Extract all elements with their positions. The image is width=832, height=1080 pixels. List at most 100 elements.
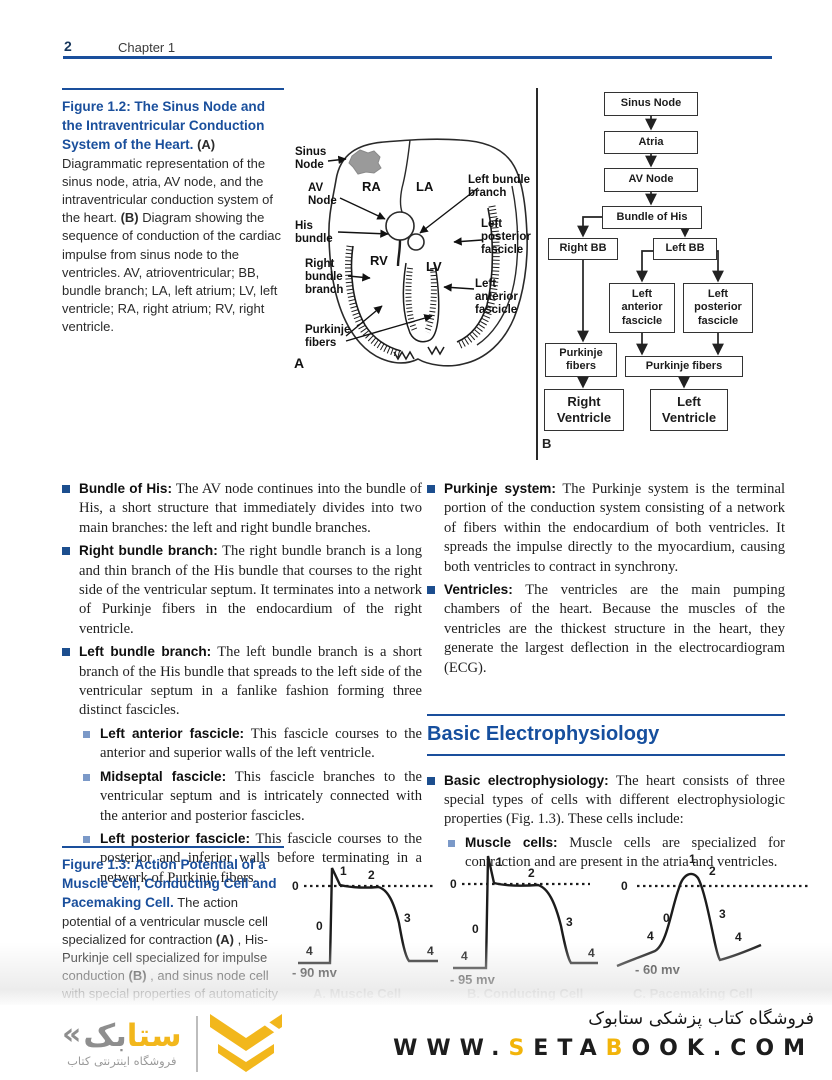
arrow-his bbox=[337, 229, 389, 238]
arrow-rbb bbox=[347, 273, 371, 282]
double-chevron-emblem-icon bbox=[209, 1014, 282, 1072]
subbullet-muscle-cells: Muscle cells: Muscle cells are specializ… bbox=[427, 834, 785, 873]
bullet-square-icon bbox=[427, 776, 435, 785]
lv-outer-wall bbox=[476, 185, 519, 346]
figure-1-2-caption: Figure 1.2: The Sinus Node and the Intra… bbox=[62, 88, 284, 336]
label-purkinje-fibers: Purkinje fibers bbox=[305, 324, 351, 349]
setabook-logo: « بک ستا فروشگاه اینترنتی کتاب bbox=[62, 1011, 284, 1077]
heart-outline bbox=[328, 138, 528, 367]
bullet-square-icon bbox=[62, 648, 70, 657]
bullet-lead: Left anterior fascicle: bbox=[100, 725, 245, 741]
bullet-lead: Ventricles: bbox=[444, 582, 513, 598]
zero-label: 0 bbox=[450, 877, 457, 891]
flow-box-purkinje-right: Purkinje fibers bbox=[545, 343, 617, 377]
bullet-square-icon bbox=[427, 485, 435, 493]
right-text-column: Purkinje system: The Purkinje system is … bbox=[427, 480, 785, 877]
zero-label: 0 bbox=[621, 879, 628, 893]
left-text-column: Bundle of His: The AV node continues int… bbox=[62, 480, 422, 892]
page-fade-gradient bbox=[0, 942, 832, 1008]
label-left-anterior-fascicle: Left anterior fascicle bbox=[475, 278, 518, 316]
bullet-square-icon bbox=[62, 485, 70, 493]
phase-0-label: 0 bbox=[472, 922, 479, 936]
label-left-posterior-fascicle: Left posterior fascicle bbox=[481, 218, 531, 256]
phase-3-label: 3 bbox=[404, 911, 411, 925]
bullet-left-bundle-branch: Left bundle branch: The left bundle bran… bbox=[62, 643, 422, 721]
subbullet-square-icon bbox=[83, 730, 90, 738]
bullet-text: The heart consists of three special type… bbox=[444, 772, 785, 828]
url-part: ETA bbox=[533, 1036, 606, 1061]
bullet-text: The Purkinje system is the terminal port… bbox=[444, 481, 785, 575]
his-trunk bbox=[396, 239, 402, 267]
setabook-wordmark: « بک ستا bbox=[62, 1016, 182, 1054]
arrow-purkinje-2 bbox=[345, 314, 433, 342]
bullet-lead: Left bundle branch: bbox=[79, 644, 212, 660]
page-number: 2 bbox=[64, 38, 72, 54]
bullet-text: This fascicle branches to the ventricula… bbox=[100, 768, 422, 824]
flow-box-left-bb: Left BB bbox=[653, 238, 717, 260]
flow-box-av-node: AV Node bbox=[604, 168, 698, 192]
chevron-left-icon: « bbox=[62, 1016, 82, 1052]
marker-b: (B) bbox=[120, 210, 139, 226]
phase-0-label: 0 bbox=[316, 919, 323, 933]
heart-conduction-diagram: Sinus Node AV Node His bundle Right bund… bbox=[288, 128, 538, 382]
bullet-basic-electrophysiology: Basic electrophysiology: The heart consi… bbox=[427, 772, 785, 830]
bullet-text: The ventricles are the main pumping cham… bbox=[444, 582, 785, 676]
flow-box-bundle-of-his: Bundle of His bbox=[602, 206, 702, 229]
arrow-purkinje-1 bbox=[345, 305, 383, 337]
label-rv: RV bbox=[370, 253, 388, 268]
url-part-highlight: B bbox=[605, 1036, 632, 1061]
logo-tagline: فروشگاه اینترنتی کتاب bbox=[67, 1054, 177, 1069]
figure-divider bbox=[536, 88, 538, 460]
phase-3-label: 3 bbox=[566, 915, 573, 929]
zero-label: 0 bbox=[292, 879, 299, 893]
arrow-lpf bbox=[453, 237, 483, 246]
his-knob bbox=[407, 233, 425, 251]
bullet-text: The AV node continues into the bundle of… bbox=[79, 481, 422, 536]
bullet-lead: Muscle cells: bbox=[465, 834, 558, 850]
label-right-bundle-branch: Right bundle branch bbox=[305, 258, 344, 296]
rbb-line bbox=[350, 245, 402, 352]
septum-hatch-right bbox=[424, 267, 437, 334]
flow-box-sinus-node: Sinus Node bbox=[604, 92, 698, 116]
section-heading: Basic Electrophysiology bbox=[427, 723, 660, 746]
header-rule bbox=[63, 56, 772, 59]
phase-2-label: 2 bbox=[528, 866, 535, 880]
phase-1-label: 1 bbox=[340, 864, 347, 878]
phase-1-label: 1 bbox=[689, 852, 696, 866]
phase-2-label: 2 bbox=[709, 864, 716, 878]
bullet-lead: Midseptal fascicle: bbox=[100, 768, 227, 784]
subbullet-left-posterior-fascicle: Left posterior fascicle: This fascicle c… bbox=[62, 830, 422, 888]
label-sinus-node: Sinus Node bbox=[295, 146, 327, 171]
marker-a: (A) bbox=[197, 137, 216, 153]
url-part: WWW. bbox=[393, 1036, 509, 1061]
bullet-lead: Basic electrophysiology: bbox=[444, 772, 609, 788]
arrow-lbb-laf bbox=[636, 250, 653, 283]
caption-rule bbox=[62, 846, 284, 848]
arrow-lbb bbox=[419, 187, 479, 234]
subbullet-midseptal-fascicle: Midseptal fascicle: This fascicle branch… bbox=[62, 768, 422, 826]
bullet-square-icon bbox=[427, 586, 435, 595]
bullet-lead: Bundle of His: bbox=[79, 481, 173, 496]
bullet-square-icon bbox=[62, 547, 70, 556]
wordmark-yellow-part: ستا bbox=[126, 1017, 182, 1054]
phase-0-label: 0 bbox=[663, 911, 670, 925]
panel-label-b: B bbox=[542, 436, 552, 451]
url-part-highlight: S bbox=[508, 1036, 534, 1061]
flow-box-right-bb: Right BB bbox=[548, 238, 618, 260]
phase-2-label: 2 bbox=[368, 868, 375, 882]
phase-3-label: 3 bbox=[719, 907, 726, 921]
section-heading-block: Basic Electrophysiology bbox=[427, 714, 785, 756]
figure-title: The Sinus Node and the Intraventricular … bbox=[62, 99, 266, 153]
bullet-right-bundle-branch: Right bundle branch: The right bundle br… bbox=[62, 542, 422, 639]
label-his-bundle: His bundle bbox=[295, 220, 333, 245]
atrial-septum bbox=[399, 139, 411, 213]
arrow-lbb-lpf bbox=[712, 250, 724, 283]
subbullet-square-icon bbox=[83, 773, 90, 781]
septum-outline bbox=[402, 262, 440, 343]
footer-site-info: فروشگاه کتاب پزشکی ستابوک WWW.SETABOOK.C… bbox=[393, 1009, 814, 1061]
bullet-lead: Purkinje system: bbox=[444, 481, 556, 496]
bullet-purkinje-system: Purkinje system: The Purkinje system is … bbox=[427, 480, 785, 577]
flow-box-purkinje-left: Purkinje fibers bbox=[625, 356, 743, 377]
arrow-av bbox=[339, 197, 386, 220]
